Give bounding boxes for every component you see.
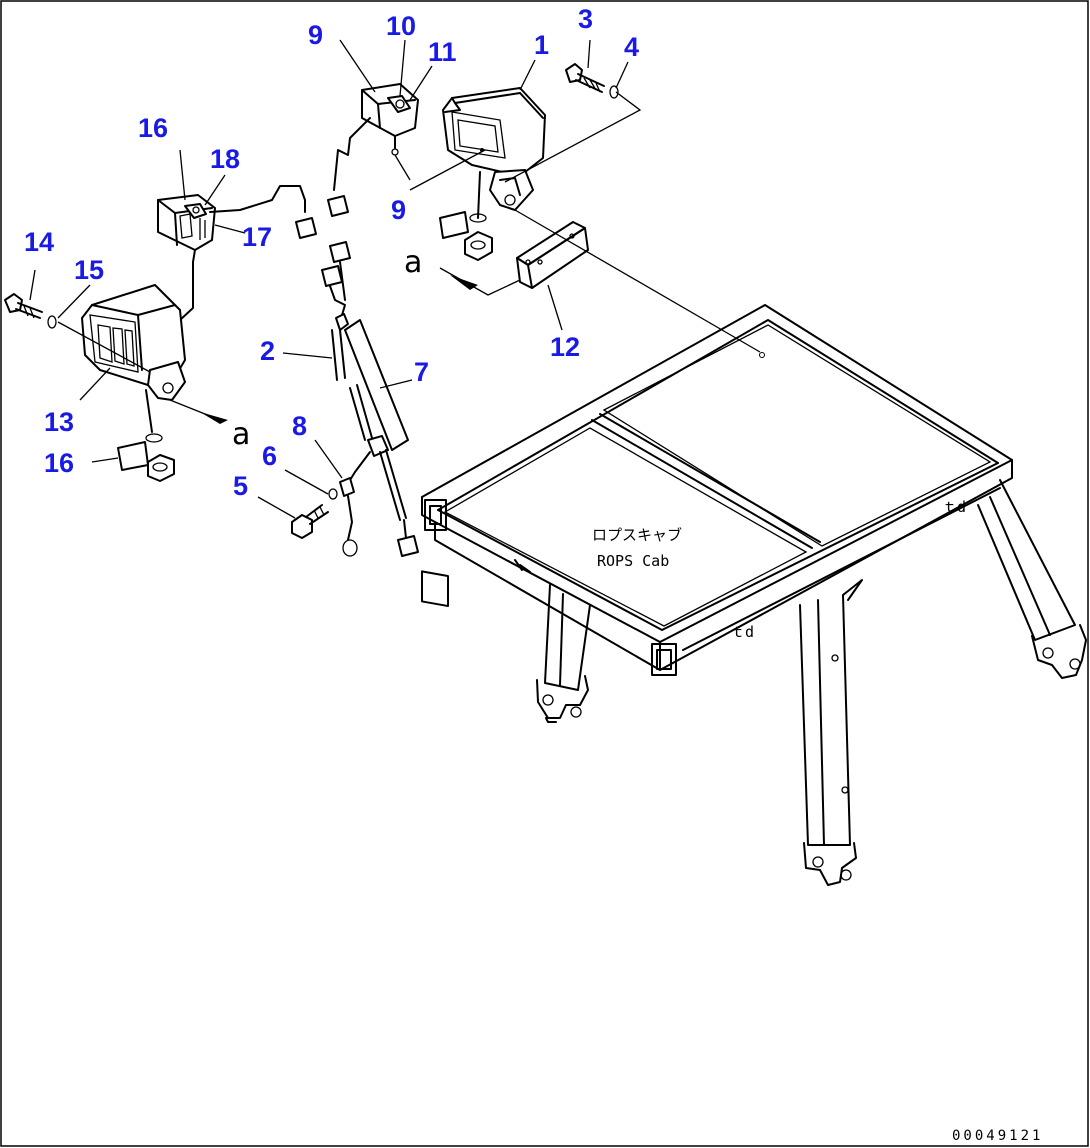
switch-upper	[327, 83, 419, 217]
work-lamp-right	[442, 87, 546, 223]
callout-16-lower: 16	[44, 448, 74, 478]
frame-mark-2: ｔd	[942, 498, 966, 516]
callout-18: 18	[210, 144, 240, 174]
callout-12: 12	[550, 332, 580, 362]
callout-7: 7	[414, 357, 429, 387]
connection-mark-lower: a	[232, 417, 250, 452]
connection-mark-upper: a	[404, 245, 422, 280]
callout-4: 4	[624, 32, 639, 62]
bolt-left-lamp	[4, 293, 57, 329]
rops-cab-legs	[514, 479, 1087, 886]
cab-label-en: ROPS Cab	[597, 552, 669, 570]
cab-label-jp: ロプスキャブ	[592, 526, 682, 544]
ground-bolt	[291, 488, 338, 539]
callout-17: 17	[242, 222, 272, 252]
work-lamp-left	[81, 284, 186, 443]
rops-cab-roof: ｔd ｔd	[421, 304, 1013, 676]
leader-lines	[29, 39, 765, 519]
nut-washer-lamp-right	[439, 211, 493, 261]
bolt-right-lamp	[565, 63, 619, 99]
callout-1: 1	[534, 30, 549, 60]
callout-3: 3	[578, 4, 593, 34]
callout-16-upper: 16	[138, 113, 168, 143]
callout-14: 14	[24, 227, 54, 257]
mounting-plate	[516, 221, 589, 289]
callout-15: 15	[74, 255, 104, 285]
callout-6: 6	[262, 441, 277, 471]
document-id: 00049121	[952, 1128, 1043, 1144]
callout-2: 2	[260, 336, 275, 366]
callout-10: 10	[386, 11, 416, 41]
callout-5: 5	[233, 471, 248, 501]
wiring-harness	[321, 241, 419, 557]
frame-mark-1: ｔd	[730, 623, 754, 641]
callout-8: 8	[292, 411, 307, 441]
switch-lower	[157, 185, 317, 321]
callout-9-upper: 9	[308, 20, 323, 50]
callout-9-lower: 9	[391, 195, 406, 225]
callout-13: 13	[44, 407, 74, 437]
nut-washer-lamp-left	[117, 441, 175, 482]
callout-11: 11	[428, 37, 457, 67]
